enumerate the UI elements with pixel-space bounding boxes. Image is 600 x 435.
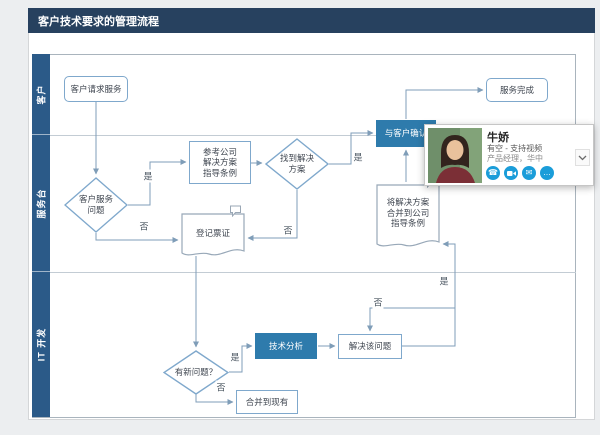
node-label: 有新问题？ xyxy=(174,367,218,378)
node-label: 与客户确认 xyxy=(384,128,428,139)
lane-header-column: 客户 服务台 IT 开发 xyxy=(32,54,50,418)
diagram-title: 客户技术要求的管理流程 xyxy=(38,15,159,28)
contact-name: 牛娇 xyxy=(487,132,509,144)
node-label: 技术分析 xyxy=(268,340,303,351)
node-reference-guidelines[interactable]: 参考公司解决方案指导条例 xyxy=(189,141,251,184)
diagram-title-bar: 客户技术要求的管理流程 xyxy=(28,8,595,33)
node-label: 服务完成 xyxy=(499,84,534,95)
edge-label-yes: 是 xyxy=(142,169,154,183)
decision-customer-service-issue[interactable]: 客户服务问题 xyxy=(63,177,129,233)
lane-divider xyxy=(50,272,576,273)
contact-quick-actions: ☎ ✉ … xyxy=(486,166,554,180)
node-label: 客户请求服务 xyxy=(70,83,122,94)
lane-header-itdev: IT 开发 xyxy=(32,272,50,417)
lane-label: IT 开发 xyxy=(36,327,47,362)
swimlane-frame xyxy=(32,54,576,418)
lane-header-servicedesk: 服务台 xyxy=(32,135,50,272)
node-service-done[interactable]: 服务完成 xyxy=(486,78,548,102)
edge-label-yes: 是 xyxy=(438,274,450,288)
lane-label: 客户 xyxy=(36,83,47,105)
node-customer-request[interactable]: 客户请求服务 xyxy=(64,76,128,102)
decision-solution-found[interactable]: 找到解决方案 xyxy=(264,138,330,190)
comment-bubble-icon[interactable] xyxy=(229,204,242,222)
lane-divider xyxy=(50,135,576,136)
edge-label-no: 否 xyxy=(372,295,384,309)
video-icon[interactable] xyxy=(504,166,518,180)
edge-label-no: 否 xyxy=(215,380,227,394)
node-label: 解决该问题 xyxy=(348,341,392,352)
document-register-ticket[interactable]: 登记票证 xyxy=(181,213,245,259)
node-label: 合并到现有 xyxy=(245,396,289,407)
node-merge-existing[interactable]: 合并到现有 xyxy=(236,390,298,414)
contact-title: 产品经理，华中 xyxy=(487,154,543,163)
node-solve-issue[interactable]: 解决该问题 xyxy=(338,334,402,359)
email-icon[interactable]: ✉ xyxy=(522,166,536,180)
lane-label: 服务台 xyxy=(36,187,47,219)
node-technical-analysis[interactable]: 技术分析 xyxy=(255,333,317,359)
edge-label-yes: 是 xyxy=(352,150,364,164)
node-label: 参考公司解决方案指导条例 xyxy=(202,146,237,178)
edge-label-no: 否 xyxy=(138,219,150,233)
call-icon[interactable]: ☎ xyxy=(486,166,500,180)
contact-card: 牛娇 有空 - 支持视频 产品经理，华中 ☎ ✉ … xyxy=(424,124,594,186)
document-merge-solution[interactable]: 将解决方案合并到公司指导条例 xyxy=(376,184,440,250)
contact-status: 有空 - 支持视频 xyxy=(487,144,543,153)
node-label: 登记票证 xyxy=(195,227,230,238)
lane-header-customer: 客户 xyxy=(32,54,50,135)
node-label: 找到解决方案 xyxy=(279,153,314,174)
node-label: 客户服务问题 xyxy=(78,194,113,215)
edge-label-no: 否 xyxy=(282,223,294,237)
more-icon[interactable]: … xyxy=(540,166,554,180)
node-label: 将解决方案合并到公司指导条例 xyxy=(386,197,430,229)
edge-label-yes: 是 xyxy=(229,350,241,364)
chevron-down-icon[interactable] xyxy=(575,149,590,166)
contact-photo xyxy=(428,128,482,183)
